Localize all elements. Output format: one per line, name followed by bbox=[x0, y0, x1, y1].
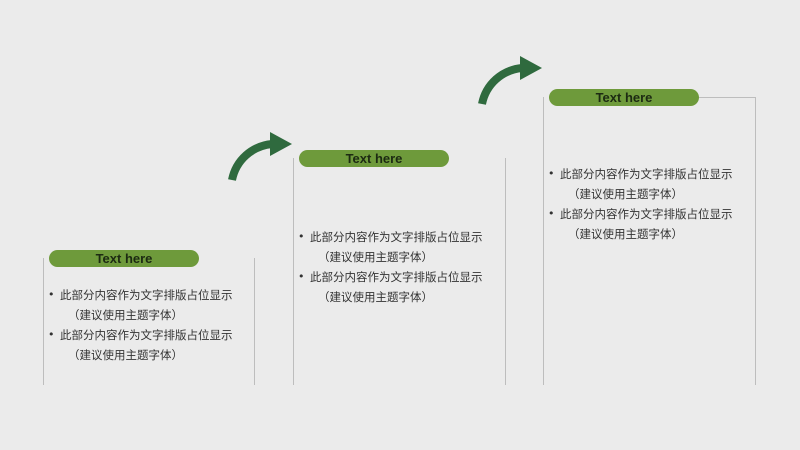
step-1-title: Text here bbox=[49, 250, 199, 267]
step-3-title: Text here bbox=[549, 89, 699, 106]
bullet-icon: • bbox=[48, 288, 55, 301]
step-1-left-border bbox=[43, 258, 44, 385]
step-2-title: Text here bbox=[299, 150, 449, 167]
step-3-bullets: • 此部分内容作为文字排版占位显示 （建议使用主题字体） • 此部分内容作为文字… bbox=[548, 164, 753, 244]
step-2-left-border bbox=[293, 158, 294, 385]
step-1-bullets: • 此部分内容作为文字排版占位显示 （建议使用主题字体） • 此部分内容作为文字… bbox=[48, 285, 253, 365]
bullet-icon: • bbox=[548, 207, 555, 220]
bullet-icon: • bbox=[48, 328, 55, 341]
list-item: • 此部分内容作为文字排版占位显示 bbox=[48, 325, 253, 345]
step-3-top-border bbox=[694, 97, 756, 98]
curved-arrow-icon bbox=[228, 132, 292, 182]
bullet-icon: • bbox=[548, 167, 555, 180]
list-item-sub: （建议使用主题字体） bbox=[318, 290, 433, 304]
list-item-sub: （建议使用主题字体） bbox=[318, 250, 433, 264]
list-item-sub: （建议使用主题字体） bbox=[568, 227, 683, 241]
curved-arrow-icon bbox=[478, 56, 542, 106]
bullet-icon: • bbox=[298, 270, 305, 283]
list-item: • 此部分内容作为文字排版占位显示 bbox=[298, 227, 503, 247]
list-item-sub: （建议使用主题字体） bbox=[68, 348, 183, 362]
list-item: • 此部分内容作为文字排版占位显示 bbox=[548, 204, 753, 224]
list-item-sub: （建议使用主题字体） bbox=[568, 187, 683, 201]
bullet-icon: • bbox=[298, 230, 305, 243]
step-2-bullets: • 此部分内容作为文字排版占位显示 （建议使用主题字体） • 此部分内容作为文字… bbox=[298, 227, 503, 307]
list-item-sub: （建议使用主题字体） bbox=[68, 308, 183, 322]
step-3-right-border bbox=[755, 97, 756, 385]
step-1-right-border bbox=[254, 258, 255, 385]
list-item: • 此部分内容作为文字排版占位显示 bbox=[548, 164, 753, 184]
step-3-left-border bbox=[543, 97, 544, 385]
step-2-right-border bbox=[505, 158, 506, 385]
list-item: • 此部分内容作为文字排版占位显示 bbox=[298, 267, 503, 287]
list-item: • 此部分内容作为文字排版占位显示 bbox=[48, 285, 253, 305]
